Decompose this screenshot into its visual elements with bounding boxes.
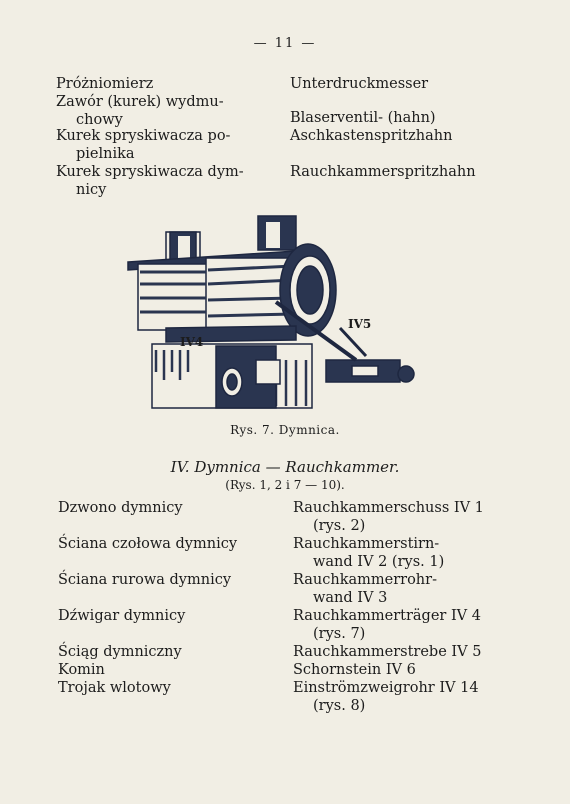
polish-term-continuation: pielnika <box>76 146 135 162</box>
german-term: Rauchkammerstirn- <box>293 536 440 552</box>
german-term: Blaserventil- (hahn) <box>290 110 436 126</box>
german-term-continuation: (rys. 2) <box>313 518 366 534</box>
smokebox-illustration: IV4 IV5 <box>127 215 415 409</box>
polish-term: Dźwigar dymnicy <box>58 608 186 624</box>
polish-term-continuation: nicy <box>76 182 107 198</box>
german-term-continuation: (rys. 7) <box>313 626 366 642</box>
polish-term: Ściąg dymniczny <box>58 644 182 660</box>
section-subheading: (Rys. 1, 2 i 7 — 10). <box>225 478 345 492</box>
polish-term: Dzwono dymnicy <box>58 500 183 516</box>
polish-term: Trojak wlotowy <box>58 680 171 696</box>
polish-term: Ściana czołowa dymnicy <box>58 536 238 552</box>
german-term-continuation: (rys. 8) <box>313 698 366 714</box>
german-term: Rauchkammerträger IV 4 <box>293 608 481 624</box>
polish-term: Ściana rurowa dymnicy <box>58 572 232 588</box>
german-term: Einströmzweigrohr IV 14 <box>293 680 479 696</box>
figure-caption: Rys. 7. Dymnica. <box>230 423 340 437</box>
german-term: Rauchkammerspritzhahn <box>290 164 476 180</box>
polish-term: Kurek spryskiwacza po- <box>56 128 231 144</box>
page-number: — 11 — <box>253 36 317 51</box>
figure-label-iv5: IV5 <box>348 317 371 331</box>
german-term-continuation: wand IV 2 (rys. 1) <box>313 554 445 570</box>
polish-term-continuation: chowy <box>76 112 123 128</box>
section-heading: IV. Dymnica — Rauchkammer. <box>170 458 400 476</box>
german-term: Schornstein IV 6 <box>293 662 416 678</box>
german-term: Rauchkammerschuss IV 1 <box>293 500 484 516</box>
polish-term: Zawór (kurek) wydmu- <box>56 94 224 110</box>
polish-term: Komin <box>58 662 105 678</box>
german-term: Unterdruckmesser <box>290 76 429 92</box>
polish-term: Kurek spryskiwacza dym- <box>56 164 244 180</box>
german-term: Aschkastenspritzhahn <box>290 128 453 144</box>
german-term: Rauchkammerrohr- <box>293 572 437 588</box>
german-term-continuation: wand IV 3 <box>313 590 388 606</box>
polish-term: Próżniomierz <box>56 76 154 92</box>
figure-label-iv4: IV4 <box>180 335 203 349</box>
german-term: Rauchkammerstrebe IV 5 <box>293 644 482 660</box>
